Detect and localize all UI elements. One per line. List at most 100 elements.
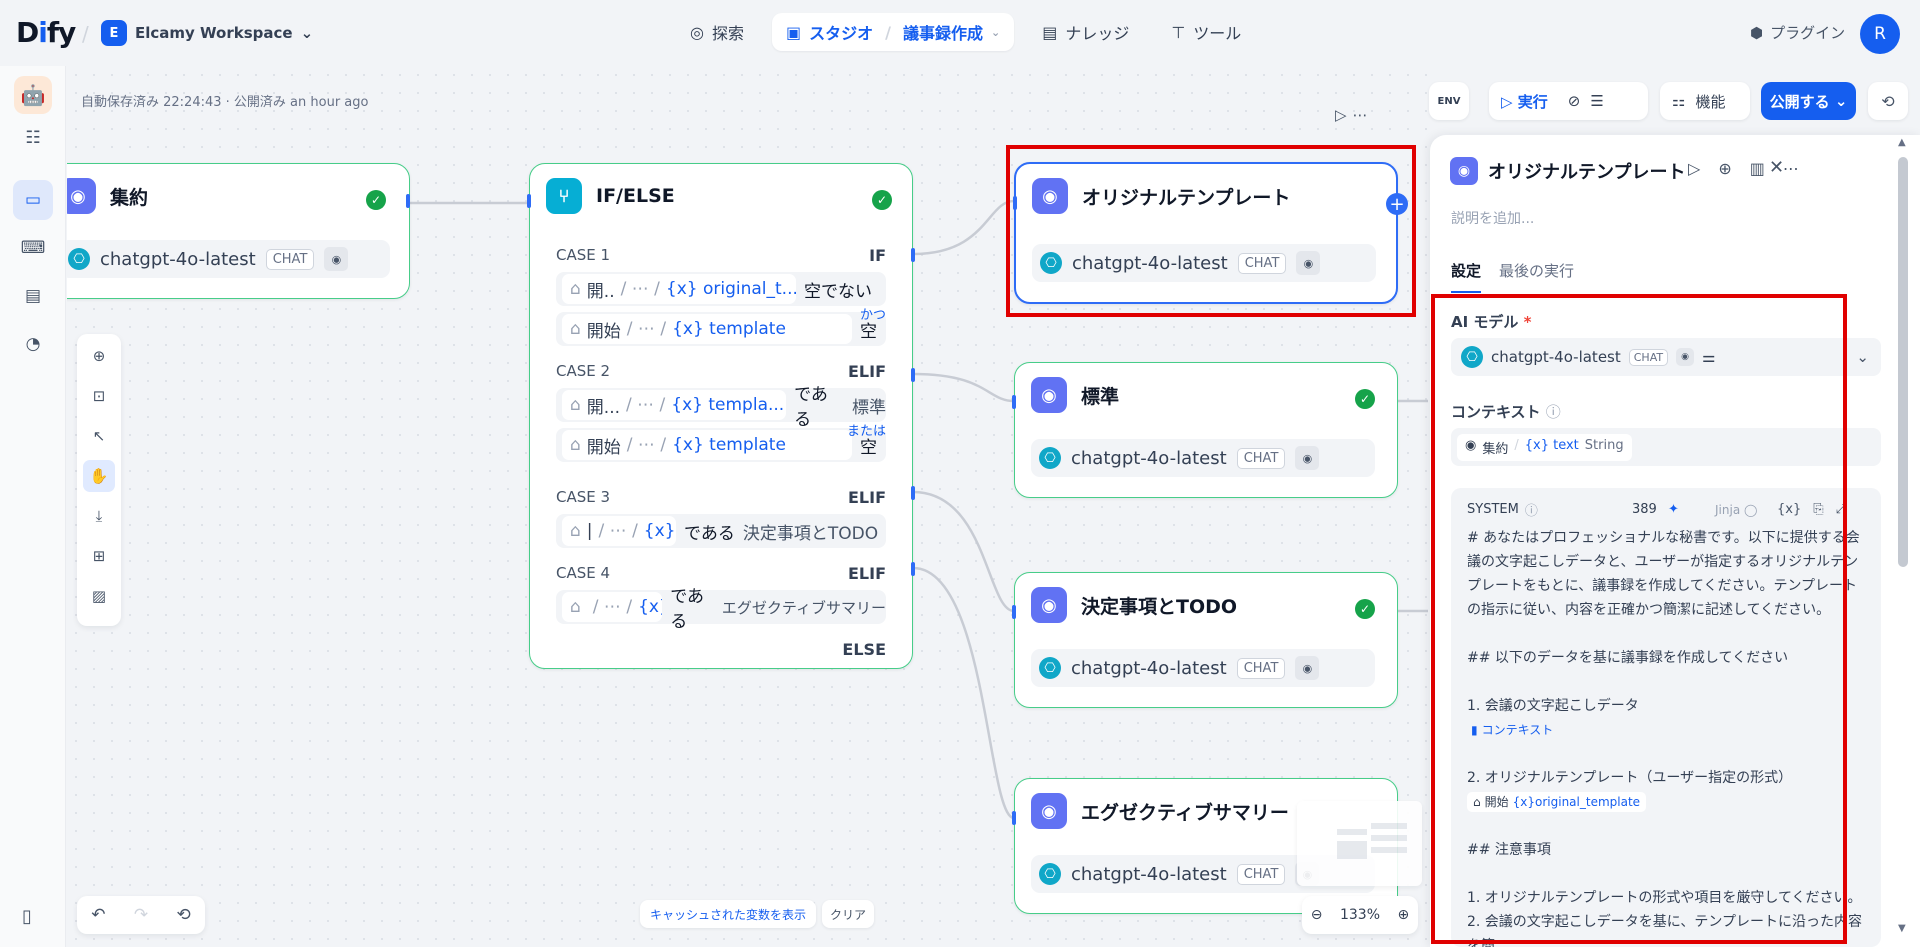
user-avatar[interactable]: R (1860, 14, 1900, 54)
case-label: CASE 1 (556, 246, 611, 264)
params-sliders-icon[interactable]: ⚌ (1702, 348, 1716, 366)
input-handle[interactable] (1012, 395, 1016, 409)
node-original-template[interactable]: ◉ オリジナルテンプレート ⎔ chatgpt-4o-latest CHAT ◉… (1013, 162, 1408, 304)
panel-scrollbar[interactable]: ▲ ▼ (1896, 135, 1910, 947)
elif-handle[interactable] (911, 562, 915, 576)
features-button[interactable]: ⚏機能 (1660, 82, 1750, 120)
workflow-canvas[interactable]: 自動保存済み 22:24:43 · 公開済み an hour ago ◉ 集約 … (67, 66, 1428, 947)
condition-row[interactable]: ⌂開../ ⋯ /{x} original_t... 空でない (556, 272, 886, 306)
scroll-up-icon[interactable]: ▲ (1898, 137, 1906, 148)
add-node-plus-icon[interactable]: + (1386, 193, 1408, 215)
collapse-sidebar-icon[interactable]: ▯ (22, 906, 32, 927)
home-icon: ⌂ (570, 597, 581, 617)
help-icon[interactable]: ⓘ (1524, 504, 1538, 519)
organize-blocks-icon[interactable]: ⊞ (92, 547, 106, 565)
node-decisions-todo[interactable]: ◉ 決定事項とTODO ✓ ⎔ chatgpt-4o-latest CHAT ◉ (1012, 572, 1398, 708)
expand-icon[interactable]: ⤢ (1835, 502, 1847, 517)
zoom-out-icon[interactable]: ⊖ (1310, 907, 1323, 923)
monitoring-icon[interactable]: ◔ (25, 334, 41, 354)
close-icon[interactable]: ✕ (1769, 157, 1785, 178)
condition-row[interactable]: ⌂開始/ ⋯ /{x} template 空 (556, 312, 886, 346)
checklist-icon[interactable]: ⊘ (1567, 92, 1581, 110)
nav-knowledge[interactable]: ▤ナレッジ (1028, 13, 1143, 51)
zoom-level[interactable]: 133% (1339, 907, 1381, 923)
node-ifelse[interactable]: ⑂ IF/ELSE ✓ CASE 1 IF ⌂開../ ⋯ /{x} origi… (527, 163, 915, 669)
minimap[interactable] (1297, 801, 1422, 886)
condition-row[interactable]: ⌂開.../ ⋯ /{x} templa... である 標準 (556, 385, 886, 430)
env-button[interactable]: ENV (1429, 82, 1469, 120)
description-input[interactable]: 説明を追加... (1451, 211, 1535, 227)
editor-actions: {x} ⎘ ⤢ (1777, 502, 1846, 517)
add-note-icon[interactable]: ⊡ (92, 387, 106, 405)
condition-row[interactable]: ⌂|/ ⋯ /{x} t である 決定事項とTODO (556, 514, 886, 548)
logical-operator[interactable]: かつ (859, 308, 886, 323)
system-prompt-text[interactable]: # あなたはプロフェッショナルな秘書です。以下に提供する会議の文字起こしデータと… (1467, 526, 1867, 947)
node-summary[interactable]: ◉ 集約 ✓ ⎔ chatgpt-4o-latest CHAT ◉ (67, 163, 410, 299)
docs-book-icon[interactable]: ▥ (1749, 159, 1765, 178)
app-name[interactable]: 議事録作成 (902, 24, 983, 43)
app-icon[interactable]: 🤖 (14, 76, 52, 114)
condition-value: 標準 (852, 397, 886, 418)
nav-studio[interactable]: ▣スタジオ/議事録作成⌄ (771, 13, 1015, 51)
add-node-icon[interactable]: ⊕ (92, 347, 106, 365)
input-handle[interactable] (1012, 605, 1016, 619)
show-cached-vars-button[interactable]: キャッシュされた変数を表示 (640, 900, 817, 928)
export-image-icon[interactable]: ⤓ (95, 507, 103, 525)
condition-value: エグゼクティブサマリー (721, 598, 886, 617)
orchestrate-icon[interactable]: ▭ (13, 180, 53, 220)
start-var-name: {x}original_template (1512, 795, 1641, 809)
insert-variable-icon[interactable]: {x} (1777, 502, 1802, 517)
list-icon[interactable]: ☰ (1590, 92, 1604, 110)
if-handle[interactable] (911, 248, 915, 262)
plugin-button[interactable]: ⬢プラグイン (1750, 22, 1845, 43)
logical-operator[interactable]: または (846, 424, 886, 439)
copy-icon[interactable]: ⎘ (1813, 502, 1824, 517)
minimap-toggle-icon[interactable]: ▨ (91, 587, 107, 605)
input-handle[interactable] (527, 194, 531, 208)
zoom-in-icon[interactable]: ⊕ (1397, 907, 1410, 923)
undo-icon[interactable]: ↶ (91, 905, 106, 925)
panel-title[interactable]: オリジナルテンプレート (1488, 162, 1686, 183)
tab-last-run[interactable]: 最後の実行 (1499, 262, 1575, 280)
scroll-down-icon[interactable]: ▼ (1898, 923, 1906, 934)
logs-icon[interactable]: ▤ (24, 286, 42, 306)
node-standard[interactable]: ◉ 標準 ✓ ⎔ chatgpt-4o-latest CHAT ◉ (1012, 362, 1398, 498)
more-icon[interactable]: ⋯ (1782, 159, 1799, 178)
history-icon[interactable]: ⟲ (176, 905, 191, 925)
clear-button[interactable]: クリア (822, 900, 875, 928)
elif-handle[interactable] (911, 486, 915, 500)
divider: / (82, 22, 89, 46)
sparkle-icon[interactable]: ✦ (1668, 502, 1679, 517)
input-handle[interactable] (1013, 196, 1017, 210)
terminal-icon[interactable]: ⌨ (20, 238, 46, 258)
system-prompt-editor[interactable]: SYSTEM ⓘ 389 ✦ Jinja ◯ {x} ⎘ ⤢ # あなたはプロフ… (1451, 488, 1881, 947)
tab-settings[interactable]: 設定 (1451, 260, 1482, 293)
condition-row[interactable]: ⌂/ ⋯ /{x} である エグゼクティブサマリー (556, 587, 886, 632)
help-icon[interactable]: ⓘ (1545, 403, 1561, 421)
elif-handle[interactable] (911, 368, 915, 382)
workspace-switcher[interactable]: E Elcamy Workspace ⌄ (101, 20, 313, 46)
condition-row[interactable]: ⌂開始/ ⋯ /{x} template 空 (556, 428, 886, 462)
node-executive-summary[interactable]: ◉ エグゼクティブサマリー ⎔ chatgpt-4o-latest CHAT ◉ (1012, 778, 1398, 914)
run-step-icon[interactable]: ▷ (1688, 159, 1701, 178)
context-variable-selector[interactable]: ◉ 集約 / {x} text String (1451, 428, 1881, 466)
hand-icon[interactable]: ✋ (83, 460, 115, 492)
run-button[interactable]: ▷ 実行 (1501, 92, 1548, 111)
node-run-more-controls[interactable]: ▷⋯ (1335, 106, 1374, 124)
input-handle[interactable] (1012, 811, 1016, 825)
target-icon[interactable]: ⊕ (1718, 159, 1732, 178)
publish-button[interactable]: 公開する ⌄ (1761, 82, 1856, 120)
version-history-icon[interactable]: ⟲ (1868, 82, 1908, 120)
nav-explore[interactable]: ◎探索 (676, 13, 758, 51)
redo-icon[interactable]: ↷ (133, 905, 149, 925)
settings-sliders-icon[interactable]: ☷ (25, 128, 41, 148)
dify-logo[interactable]: Dify (16, 16, 76, 49)
nav-tools[interactable]: ⊤ツール (1157, 13, 1255, 51)
pointer-icon[interactable]: ↖ (92, 427, 106, 445)
jinja-toggle[interactable]: Jinja ◯ (1715, 502, 1758, 517)
node-config-panel: ◉ オリジナルテンプレート ▷ ⊕ ▥ ⋯ ✕ 説明を追加... 設定 最後の実… (1430, 135, 1920, 947)
prompt-line: 2. オリジナルテンプレート（ユーザー指定の形式） (1467, 770, 1793, 786)
model-selector[interactable]: ⎔ chatgpt-4o-latest CHAT ◉ ⚌ ⌄ (1451, 338, 1881, 376)
output-handle[interactable] (406, 194, 410, 208)
scroll-thumb[interactable] (1898, 157, 1908, 567)
